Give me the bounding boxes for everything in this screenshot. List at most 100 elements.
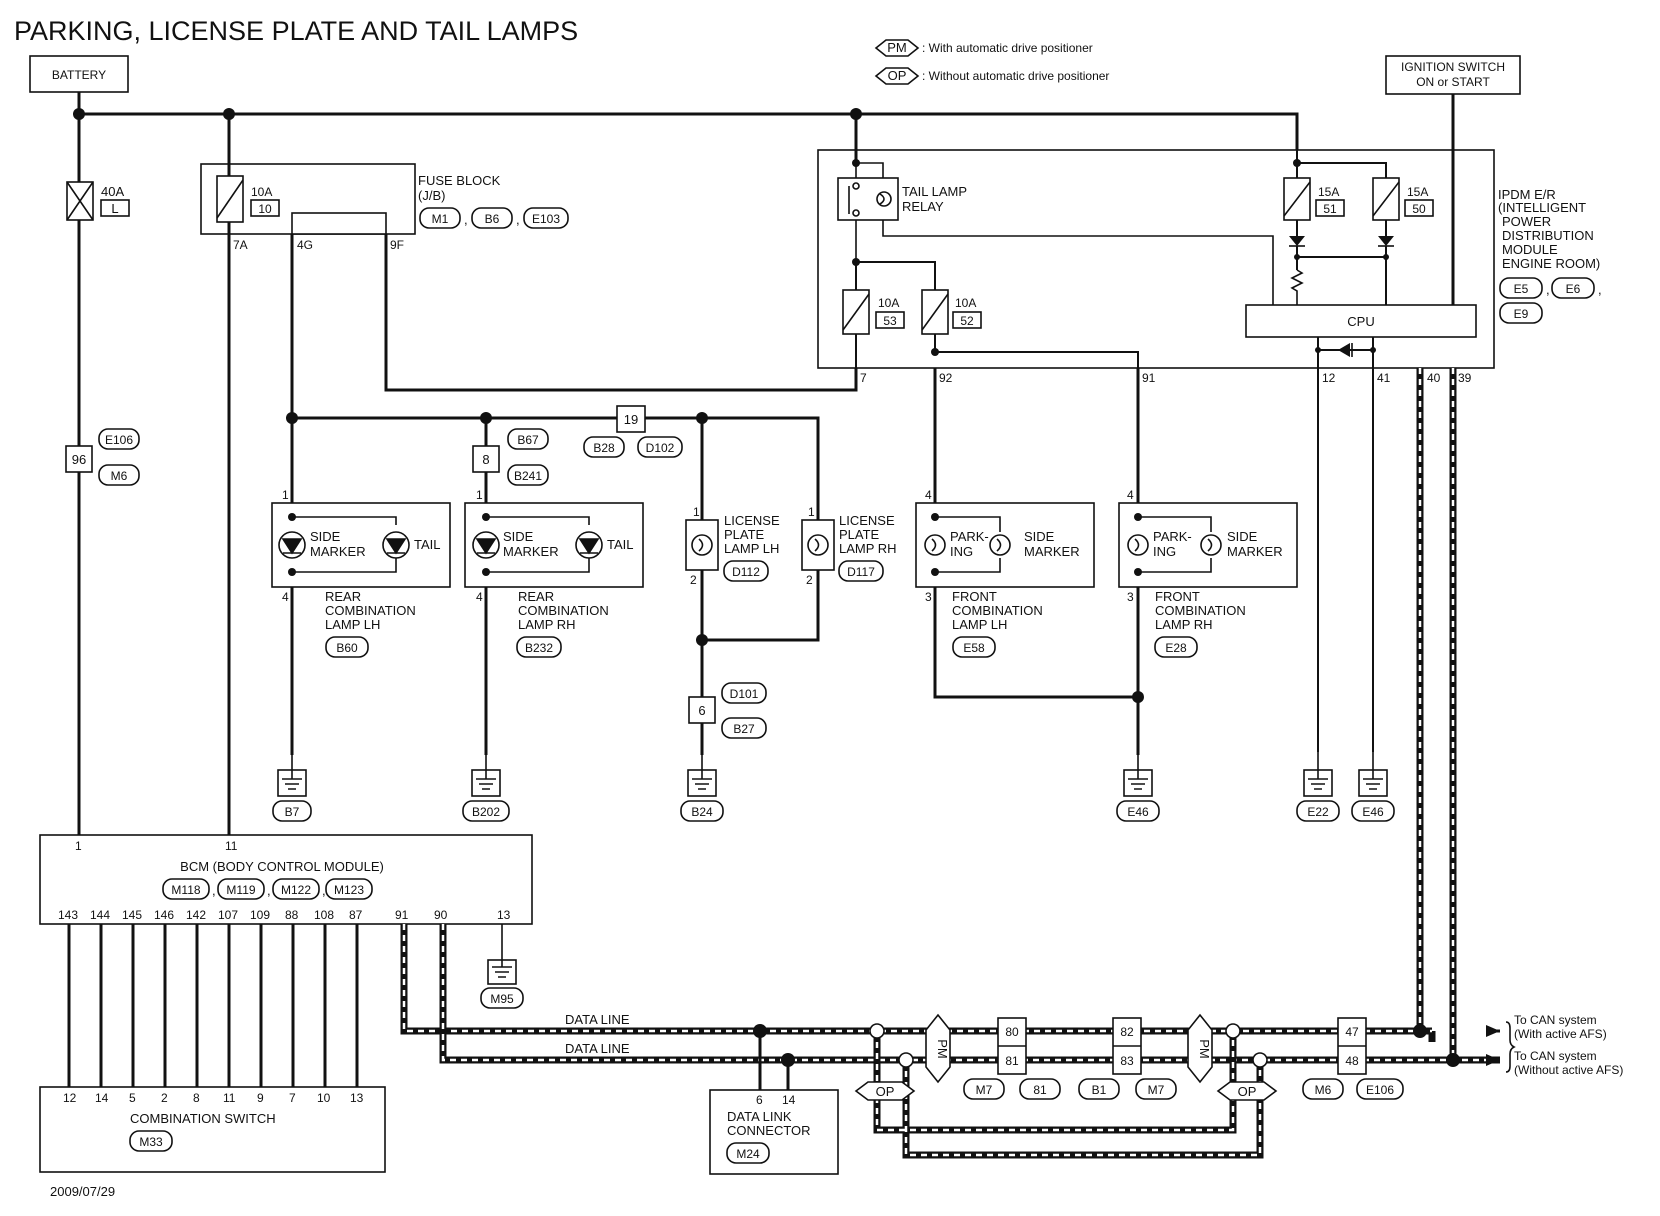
svg-text:REAR: REAR xyxy=(518,589,554,604)
pm-badge-2: PM xyxy=(1187,1013,1213,1084)
conn-e106: E106 xyxy=(105,433,133,447)
legend: PM : With automatic drive positioner OP … xyxy=(874,39,1109,85)
svg-text:4G: 4G xyxy=(297,238,313,252)
can-target-1-line-1: To CAN system xyxy=(1514,1013,1597,1027)
svg-text:E46: E46 xyxy=(1127,805,1149,819)
legend-pm-text: : With automatic drive positioner xyxy=(922,41,1093,55)
svg-text:DISTRIBUTION: DISTRIBUTION xyxy=(1502,228,1594,243)
svg-text:5: 5 xyxy=(129,1091,136,1105)
svg-text:12: 12 xyxy=(63,1091,77,1105)
conn-e58: E58 xyxy=(963,641,985,655)
svg-text:MODULE: MODULE xyxy=(1502,242,1558,257)
svg-text:142: 142 xyxy=(186,908,206,922)
conn-e6: E6 xyxy=(1566,282,1581,296)
ipdm-cpu xyxy=(1245,304,1477,338)
svg-text:80: 80 xyxy=(1005,1025,1019,1039)
date-stamp: 2009/07/29 xyxy=(50,1184,115,1199)
svg-text:145: 145 xyxy=(122,908,142,922)
svg-text:6: 6 xyxy=(698,703,705,718)
svg-text:10: 10 xyxy=(258,202,272,216)
svg-text:51: 51 xyxy=(1323,202,1337,216)
svg-text:LAMP LH: LAMP LH xyxy=(952,617,1007,632)
svg-text:81: 81 xyxy=(1005,1054,1019,1068)
svg-text:FRONT: FRONT xyxy=(1155,589,1200,604)
svg-text:40A: 40A xyxy=(101,184,124,199)
svg-text:SIDE: SIDE xyxy=(1024,529,1055,544)
battery-label: BATTERY xyxy=(52,68,106,82)
pm-badge-1: PM xyxy=(925,1013,951,1084)
conn-m119: M119 xyxy=(226,883,255,897)
ground-e22: E22 xyxy=(1296,752,1340,822)
svg-text:144: 144 xyxy=(90,908,110,922)
splice-6 xyxy=(688,696,716,724)
conn-81: 81 xyxy=(1033,1083,1047,1097)
ground-b7: B7 xyxy=(272,755,312,822)
svg-text:1: 1 xyxy=(693,505,700,519)
svg-text:10A: 10A xyxy=(251,185,272,199)
svg-text:LAMP RH: LAMP RH xyxy=(839,541,897,556)
svg-text:LAMP LH: LAMP LH xyxy=(724,541,779,556)
svg-text:3: 3 xyxy=(1127,590,1134,604)
svg-text:41: 41 xyxy=(1377,371,1391,385)
diagram-title: PARKING, LICENSE PLATE AND TAIL LAMPS xyxy=(14,16,578,46)
svg-text:107: 107 xyxy=(218,908,238,922)
fuse-block-title-2: (J/B) xyxy=(418,188,445,203)
svg-text:87: 87 xyxy=(349,908,363,922)
legend-op-text: : Without automatic drive positioner xyxy=(922,69,1109,83)
svg-text:4: 4 xyxy=(925,488,932,502)
bcm-title: BCM (BODY CONTROL MODULE) xyxy=(180,859,384,874)
svg-text:FRONT: FRONT xyxy=(952,589,997,604)
conn-d102: D102 xyxy=(646,441,675,455)
op-badge-2: OP xyxy=(1216,1081,1278,1101)
svg-text:,: , xyxy=(322,883,326,898)
svg-text:M95: M95 xyxy=(490,992,514,1006)
svg-text:9F: 9F xyxy=(390,238,404,252)
joint-connector-80-81: 80 81 xyxy=(997,1017,1027,1075)
svg-text:108: 108 xyxy=(314,908,334,922)
svg-text:MARKER: MARKER xyxy=(1227,544,1283,559)
license-plate-lamp-lh: 1 2 LICENSE PLATE LAMP LH D112 xyxy=(685,505,780,587)
legend-pm-code: PM xyxy=(887,40,907,55)
svg-text:MARKER: MARKER xyxy=(310,544,366,559)
svg-text:91: 91 xyxy=(395,908,409,922)
conn-e9: E9 xyxy=(1514,307,1529,321)
svg-text:DATA LINK: DATA LINK xyxy=(727,1109,792,1124)
svg-text:POWER: POWER xyxy=(1502,214,1551,229)
svg-text:92: 92 xyxy=(939,371,953,385)
svg-text:52: 52 xyxy=(960,314,974,328)
svg-text:11: 11 xyxy=(223,1091,236,1105)
svg-text:SIDE: SIDE xyxy=(310,529,341,544)
ground-e46-ipdm: E46 xyxy=(1351,752,1395,822)
svg-text:ING: ING xyxy=(1153,544,1176,559)
op-badge-1: OP xyxy=(854,1081,916,1101)
splice-8 xyxy=(472,445,500,473)
splice-96 xyxy=(65,445,93,473)
svg-text:96: 96 xyxy=(72,452,86,467)
svg-text:L: L xyxy=(111,201,118,216)
conn-m7-a: M7 xyxy=(976,1083,993,1097)
fuse-52: 10A 52 xyxy=(921,289,982,335)
svg-text:PM: PM xyxy=(935,1039,950,1059)
svg-text:MARKER: MARKER xyxy=(503,544,559,559)
svg-text:12: 12 xyxy=(1322,371,1336,385)
svg-text:TAIL: TAIL xyxy=(607,537,634,552)
fuse-50: 15A 50 xyxy=(1372,177,1434,221)
svg-text:COMBINATION: COMBINATION xyxy=(1155,603,1246,618)
data-link-connector: 6 14 DATA LINK CONNECTOR M24 xyxy=(709,1089,839,1175)
svg-text:E46: E46 xyxy=(1362,805,1384,819)
ground-e46-front: E46 xyxy=(1116,755,1160,822)
svg-text:,: , xyxy=(212,883,216,898)
svg-text:LAMP RH: LAMP RH xyxy=(518,617,576,632)
conn-m122: M122 xyxy=(281,883,311,897)
svg-text:,: , xyxy=(267,883,271,898)
ground-b202: B202 xyxy=(462,755,510,822)
svg-text:TAIL: TAIL xyxy=(414,537,441,552)
svg-text:90: 90 xyxy=(434,908,448,922)
svg-text:LICENSE: LICENSE xyxy=(839,513,895,528)
rear-combination-lamp-lh: SIDE MARKER TAIL 1 4 REAR COMBINATION LA… xyxy=(271,488,451,658)
svg-text:PLATE: PLATE xyxy=(724,527,765,542)
svg-text:15A: 15A xyxy=(1318,185,1339,199)
svg-text:143: 143 xyxy=(58,908,78,922)
svg-text:SIDE: SIDE xyxy=(1227,529,1258,544)
combination-switch xyxy=(39,1086,386,1173)
